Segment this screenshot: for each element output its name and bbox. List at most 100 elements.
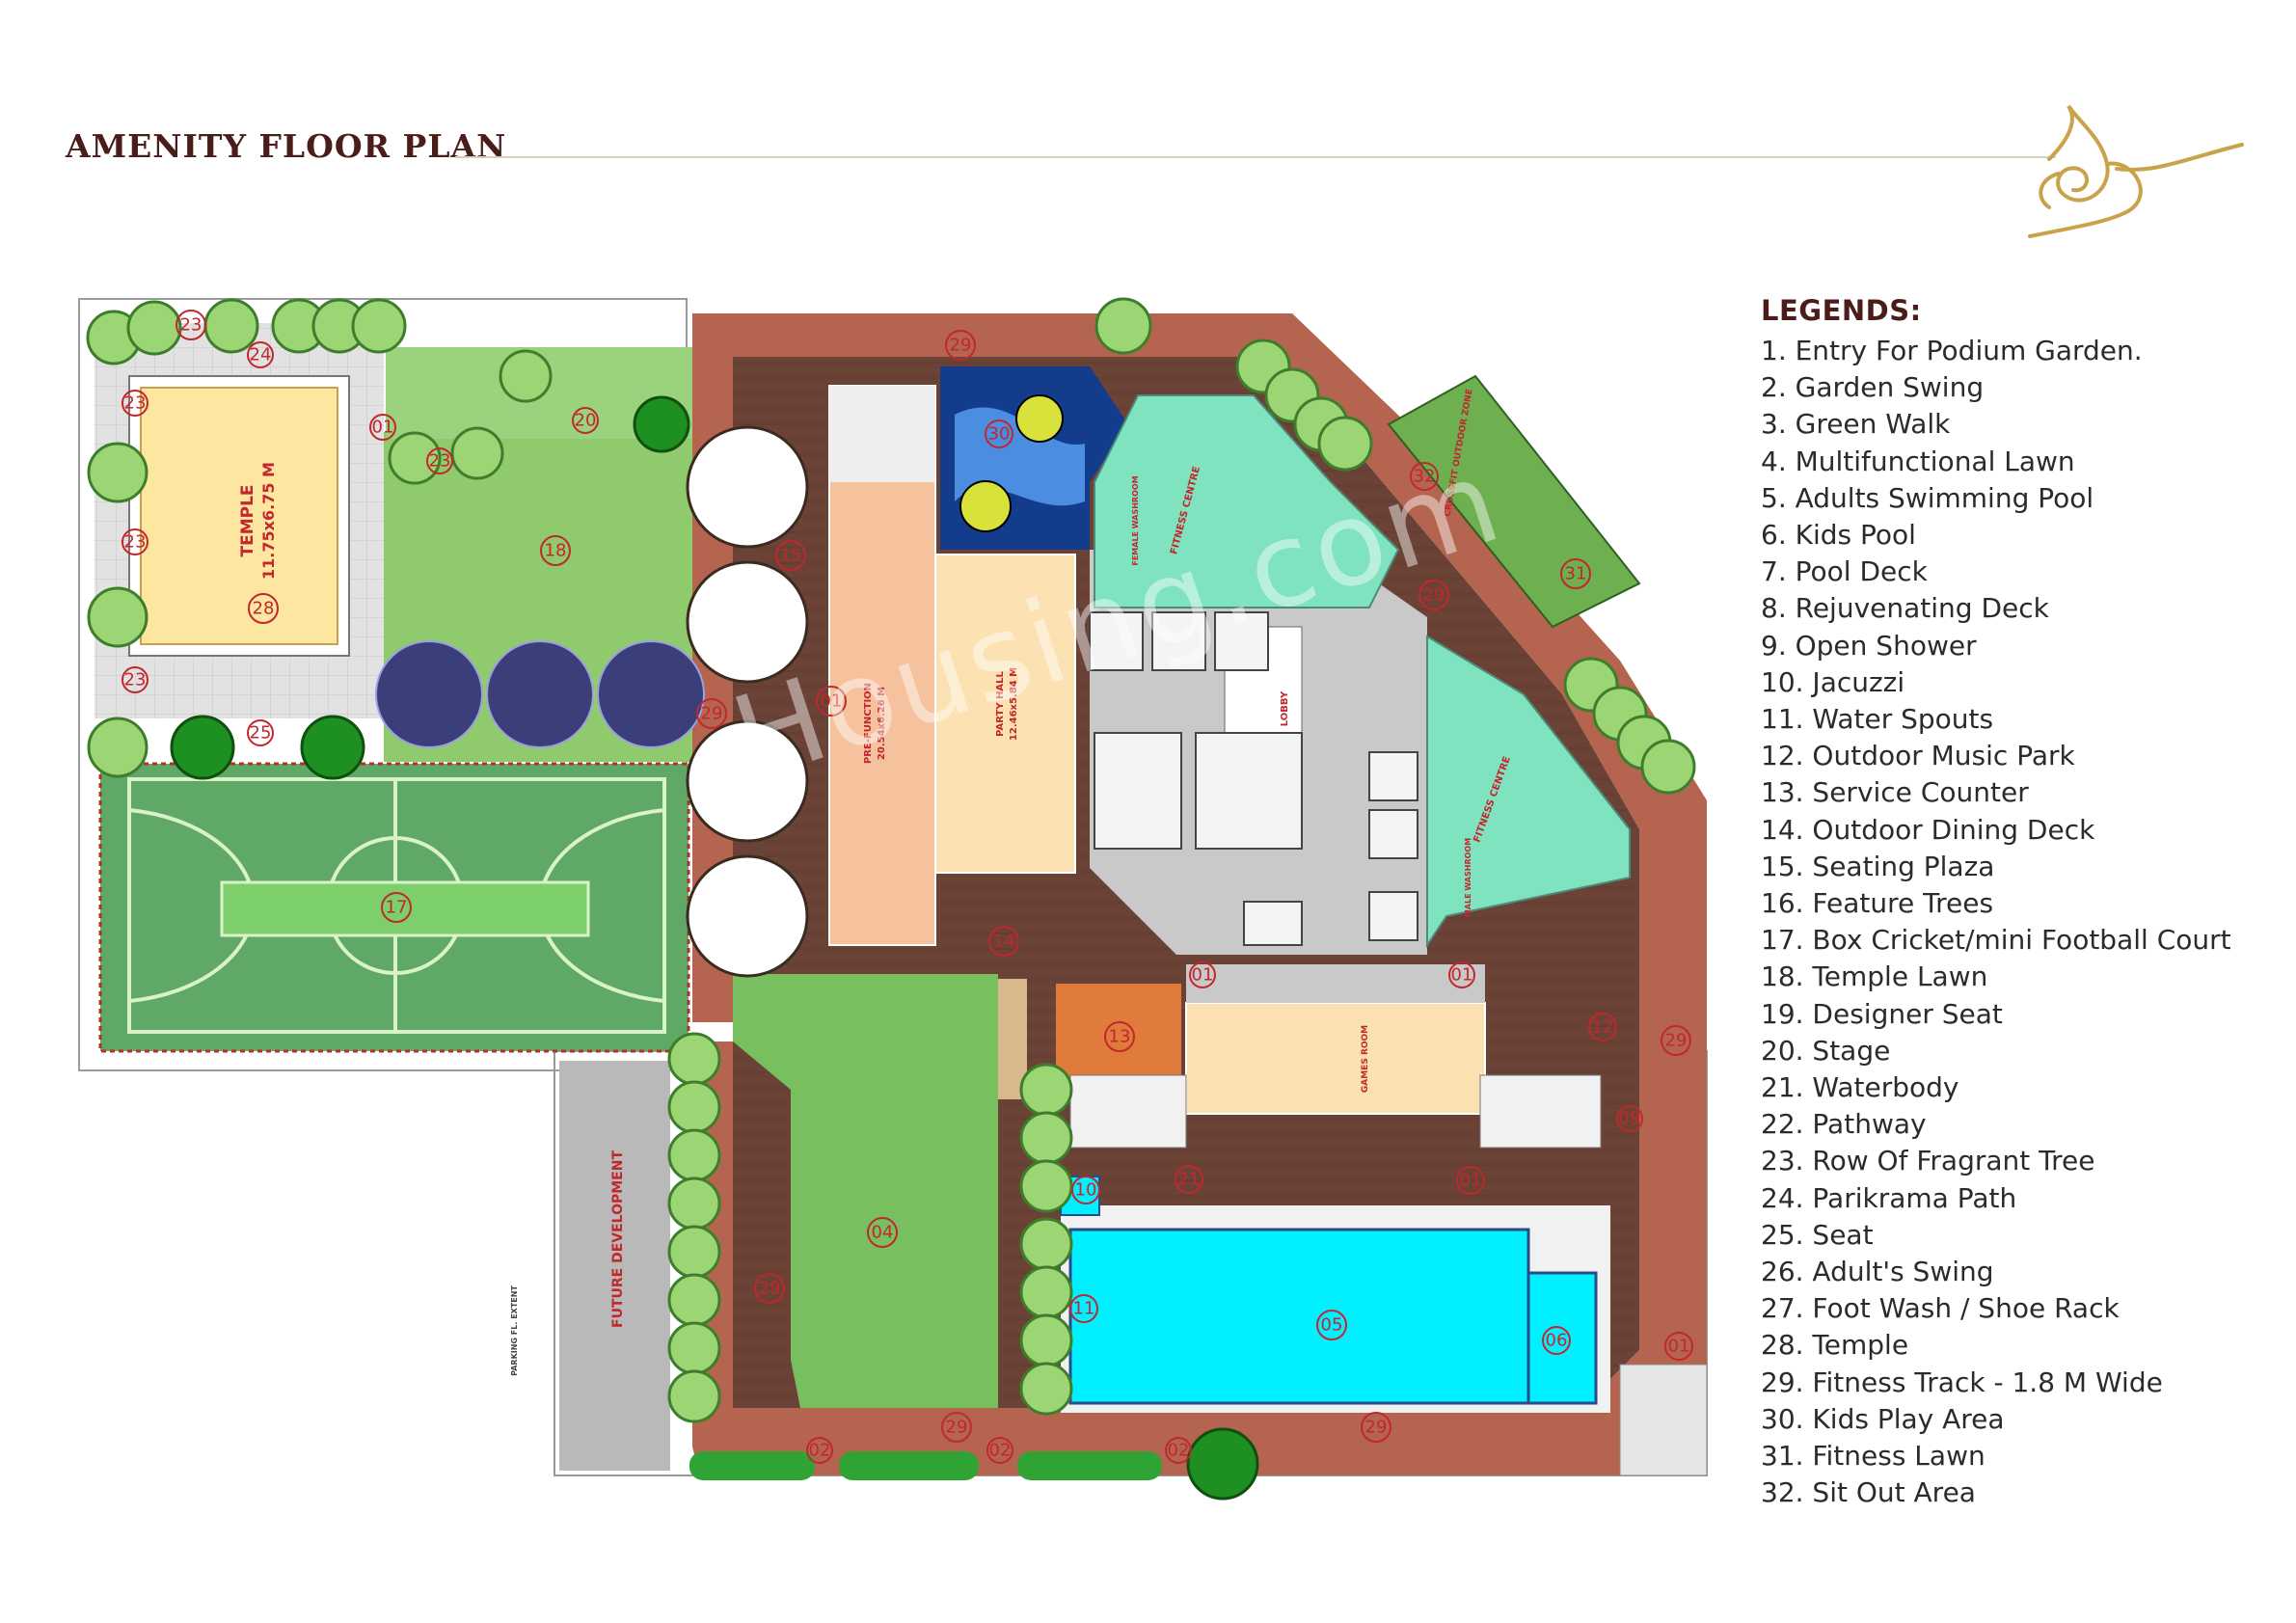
marker-29: 29 <box>701 704 723 724</box>
marker-17: 17 <box>386 898 408 918</box>
legend-item: 30. Kids Play Area <box>1761 1402 2005 1435</box>
marker-04: 04 <box>872 1223 894 1243</box>
marker-29: 29 <box>950 336 972 356</box>
marker-01: 01 <box>1192 965 1214 986</box>
marker-20: 20 <box>575 411 597 431</box>
marker-12: 12 <box>1592 1017 1614 1038</box>
marker-05: 05 <box>1321 1315 1343 1336</box>
marker-15: 15 <box>780 546 802 566</box>
ornament-logo-icon <box>2028 104 2244 238</box>
marker-23: 23 <box>124 532 147 553</box>
parking-extent-label: PARKING FL. EXTENT <box>510 1285 519 1376</box>
marker-13: 13 <box>1109 1027 1131 1047</box>
marker-01: 01 <box>1451 965 1473 986</box>
marker-01: 01 <box>1668 1337 1690 1357</box>
legend-item: 20. Stage <box>1761 1034 1891 1067</box>
legend-item: 10. Jacuzzi <box>1761 665 1905 698</box>
legend-item: 8. Rejuvenating Deck <box>1761 592 2049 625</box>
marker-01: 01 <box>821 691 843 712</box>
legend-item: 14. Outdoor Dining Deck <box>1761 813 2095 846</box>
marker-11: 11 <box>1073 1299 1095 1319</box>
marker-29: 29 <box>1665 1031 1688 1051</box>
fitness-centre-top <box>1094 394 1400 609</box>
marker-09: 09 <box>1619 1109 1641 1129</box>
legend-item: 27. Foot Wash / Shoe Rack <box>1761 1292 2120 1325</box>
marker-23: 23 <box>429 451 451 472</box>
games-room-label: GAMES ROOM <box>1361 1025 1370 1093</box>
legend-item: 16. Feature Trees <box>1761 887 1994 920</box>
temple-size-label: 11.75x6.75 M <box>259 462 278 580</box>
multifunctional-lawn-04 <box>733 974 998 1408</box>
legend-item: 5. Adults Swimming Pool <box>1761 481 2094 514</box>
marker-25: 25 <box>250 723 272 744</box>
legend-item: 11. Water Spouts <box>1761 703 1994 736</box>
legend-item: 29. Fitness Track - 1.8 M Wide <box>1761 1366 2163 1398</box>
legend-item: 9. Open Shower <box>1761 629 1977 662</box>
legend-item: 13. Service Counter <box>1761 776 2029 809</box>
stage-20 <box>1056 984 1181 1085</box>
marker-29: 29 <box>1365 1418 1388 1438</box>
marker-30: 30 <box>988 424 1011 445</box>
legend-item: 23. Row Of Fragrant Tree <box>1761 1145 2095 1177</box>
future-development <box>559 1061 670 1471</box>
marker-32: 32 <box>1414 467 1436 487</box>
legend-item: 31. Fitness Lawn <box>1761 1440 1985 1473</box>
party-hall-label: PARTY HALL <box>995 670 1006 736</box>
marker-01: 01 <box>1460 1171 1482 1191</box>
legend-item: 12. Outdoor Music Park <box>1761 740 2075 772</box>
pre-function-label: PRE-FUNCTION <box>863 683 874 764</box>
garden-swing-umbrellas <box>375 640 705 748</box>
legend-item: 18. Temple Lawn <box>1761 960 1988 993</box>
future-development-label: FUTURE DEVELOPMENT <box>610 1150 626 1328</box>
legend-item: 19. Designer Seat <box>1761 997 2003 1030</box>
lobby-label: LOBBY <box>1280 690 1290 726</box>
palm-row <box>689 1451 1162 1480</box>
adults-swimming-pool-05 <box>1068 1228 1530 1405</box>
legend-panel: LEGENDS: 1. Entry For Podium Garden. 2. G… <box>1761 294 2282 1512</box>
marker-28: 28 <box>253 599 275 619</box>
legend-item: 6. Kids Pool <box>1761 519 1916 552</box>
marker-21: 21 <box>1178 1170 1201 1190</box>
marker-01: 01 <box>372 418 394 438</box>
legend-item: 26. Adult's Swing <box>1761 1256 1994 1288</box>
legend-item: 3. Green Walk <box>1761 408 1951 441</box>
party-hall <box>934 554 1076 874</box>
legend-item: 2. Garden Swing <box>1761 371 1985 404</box>
legend-item: 28. Temple <box>1761 1329 1909 1362</box>
page-title: AMENITY FLOOR PLAN <box>66 127 507 165</box>
marker-31: 31 <box>1565 564 1587 584</box>
marker-23: 23 <box>124 670 147 690</box>
legend-item: 22. Pathway <box>1761 1108 1927 1141</box>
legend-heading: LEGENDS: <box>1761 294 1922 327</box>
marker-02: 02 <box>989 1441 1012 1461</box>
marker-29: 29 <box>759 1279 781 1299</box>
legend-item: 1. Entry For Podium Garden. <box>1761 335 2143 366</box>
legend-item: 7. Pool Deck <box>1761 555 1928 588</box>
marker-06: 06 <box>1546 1331 1568 1351</box>
female-washroom-label: FEMALE WASHROOM <box>1131 475 1140 565</box>
fitness-lawn-31 <box>1387 374 1641 629</box>
title-rule <box>455 156 2056 158</box>
marker-18: 18 <box>545 541 567 561</box>
pre-function-size-label: 20.54x6.26 M <box>877 687 887 760</box>
marker-23: 23 <box>124 393 147 414</box>
legend-item: 15. Seating Plaza <box>1761 850 1995 882</box>
temple-label: TEMPLE <box>238 484 257 556</box>
marker-29: 29 <box>946 1418 968 1438</box>
games-room <box>1185 1002 1486 1115</box>
marker-02: 02 <box>809 1441 831 1461</box>
legend-item: 4. Multifunctional Lawn <box>1761 445 2075 477</box>
marker-24: 24 <box>250 345 272 365</box>
party-hall-size-label: 12.46x5.84 M <box>1009 667 1019 741</box>
legend-item: 24. Parikrama Path <box>1761 1181 2017 1214</box>
male-washroom-label: MALE WASHROOM <box>1464 838 1472 917</box>
marker-14: 14 <box>993 932 1015 952</box>
legend-item: 21. Waterbody <box>1761 1071 1959 1104</box>
legend-list: 1. Entry For Podium Garden. 2. Garden Swi… <box>1761 333 2282 1512</box>
legend-item: 17. Box Cricket/mini Football Court <box>1761 924 2231 957</box>
zone-marker-numbers: 23 01 23 23 23 24 25 28 20 18 17 29 29 1… <box>124 315 1690 1461</box>
zone-markers <box>122 310 1693 1464</box>
feature-trees <box>686 425 809 978</box>
fitness-centre-right <box>1426 635 1631 949</box>
